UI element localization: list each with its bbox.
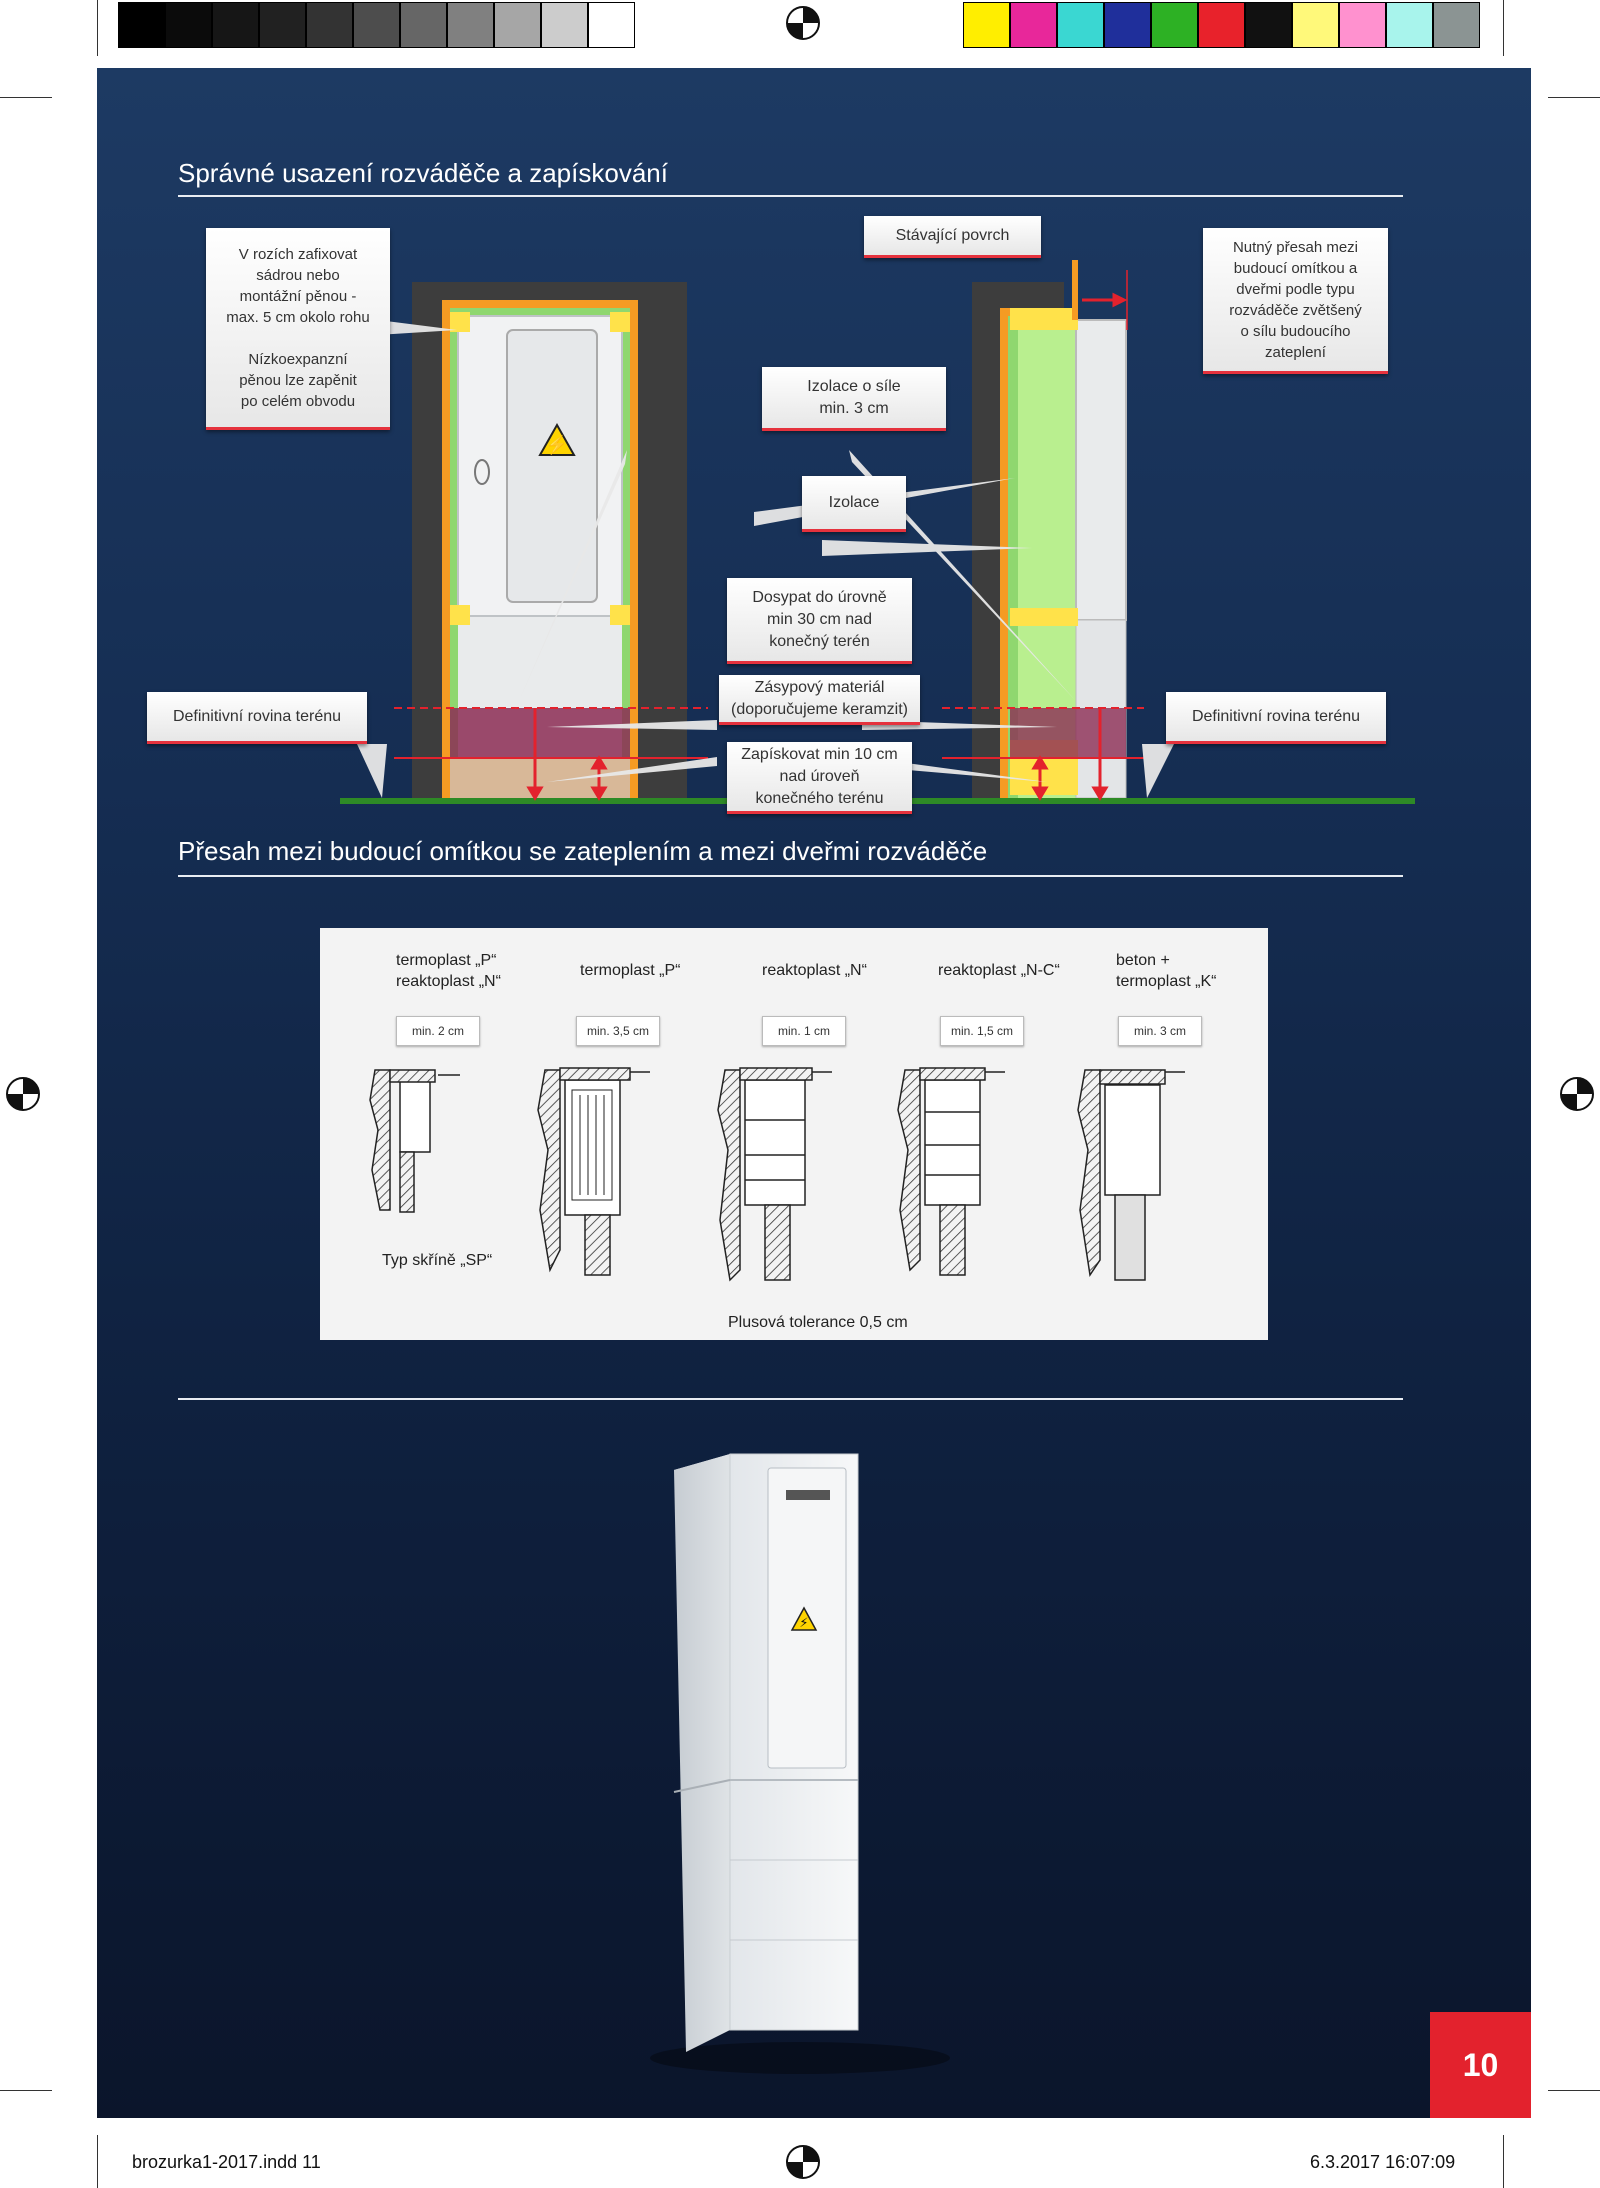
type-title-2: termoplast „P“ bbox=[580, 962, 681, 979]
process-color-bar bbox=[963, 2, 1481, 50]
crop-mark bbox=[1503, 0, 1504, 56]
color-swatch bbox=[1010, 2, 1057, 48]
installation-diagram: ⚡ bbox=[340, 260, 1415, 804]
crop-mark bbox=[1548, 97, 1600, 98]
crop-mark bbox=[97, 0, 98, 56]
type-title-1: termoplast „P“ reaktoplast „N“ bbox=[396, 952, 501, 990]
svg-text:⚡: ⚡ bbox=[546, 434, 568, 456]
callout-insulation: Izolace bbox=[802, 476, 906, 532]
callout-backfill-material: Zásypový materiál (doporučujeme keramzit… bbox=[719, 675, 920, 725]
crop-mark bbox=[1548, 2090, 1600, 2091]
color-swatch bbox=[212, 2, 259, 48]
callout-existing-surface: Stávající povrch bbox=[864, 216, 1041, 258]
type-title-4: reaktoplast „N-C“ bbox=[938, 962, 1060, 979]
color-swatch bbox=[1198, 2, 1245, 48]
type-note: Typ skříně „SP“ bbox=[382, 1252, 493, 1269]
color-swatch bbox=[118, 2, 165, 48]
color-swatch bbox=[588, 2, 635, 48]
callout-fix-corners: V rozích zafixovat sádrou nebo montážní … bbox=[206, 228, 390, 430]
type-title-5: beton + termoplast „K“ bbox=[1116, 952, 1217, 990]
color-swatch bbox=[259, 2, 306, 48]
section1-rule bbox=[178, 195, 1403, 197]
color-swatch bbox=[165, 2, 212, 48]
page-number: 10 bbox=[1430, 2012, 1531, 2118]
color-swatch bbox=[1433, 2, 1480, 48]
front-view-cabinet: ⚡ bbox=[412, 282, 687, 800]
min-tag-5: min. 3 cm bbox=[1118, 1016, 1202, 1046]
min-tag-2: min. 3,5 cm bbox=[576, 1016, 660, 1046]
tolerance-note: Plusová tolerance 0,5 cm bbox=[728, 1314, 908, 1331]
color-swatch bbox=[353, 2, 400, 48]
callout-backfill: Dosypat do úrovně min 30 cm nad konečný … bbox=[727, 578, 912, 664]
min-tag-4: min. 1,5 cm bbox=[940, 1016, 1024, 1046]
registration-mark-icon bbox=[1560, 1077, 1594, 1111]
side-view-cabinet bbox=[972, 260, 1127, 800]
registration-mark-icon bbox=[786, 2145, 820, 2179]
cabinet-product-photo: ⚡ bbox=[650, 1453, 950, 2074]
crop-mark bbox=[97, 2135, 98, 2188]
color-swatch bbox=[1245, 2, 1292, 48]
color-swatch bbox=[494, 2, 541, 48]
color-swatch bbox=[1151, 2, 1198, 48]
color-swatch bbox=[1292, 2, 1339, 48]
color-swatch bbox=[400, 2, 447, 48]
min-tag-1: min. 2 cm bbox=[396, 1016, 480, 1046]
section2-rule bbox=[178, 875, 1403, 877]
crop-mark bbox=[0, 97, 52, 98]
registration-mark-icon bbox=[786, 6, 820, 40]
min-tag-3: min. 1 cm bbox=[762, 1016, 846, 1046]
section3-rule bbox=[178, 1398, 1403, 1400]
callout-overlap: Nutný přesah mezi budoucí omítkou a dveř… bbox=[1203, 228, 1388, 374]
color-swatch bbox=[1386, 2, 1433, 48]
type-title-3: reaktoplast „N“ bbox=[762, 962, 867, 979]
footer-file: brozurka1-2017.indd 11 bbox=[132, 2152, 321, 2172]
section1-title: Správné usazení rozváděče a zapískování bbox=[178, 158, 668, 188]
section2-title: Přesah mezi budoucí omítkou se zateplení… bbox=[178, 836, 988, 866]
color-swatch bbox=[1339, 2, 1386, 48]
color-swatch bbox=[1057, 2, 1104, 48]
grayscale-color-bar bbox=[118, 2, 638, 50]
registration-mark-icon bbox=[6, 1077, 40, 1111]
overlap-sketches bbox=[369, 1067, 1185, 1282]
callout-ground-right: Definitivní rovina terénu bbox=[1166, 692, 1386, 744]
footer-date: 6.3.2017 16:07:09 bbox=[1310, 2152, 1456, 2172]
svg-text:⚡: ⚡ bbox=[799, 1616, 808, 1631]
crop-mark bbox=[0, 2090, 52, 2091]
color-swatch bbox=[541, 2, 588, 48]
crop-mark bbox=[1503, 2135, 1504, 2188]
color-swatch bbox=[447, 2, 494, 48]
color-swatch bbox=[1104, 2, 1151, 48]
color-swatch bbox=[963, 2, 1010, 48]
callout-ground-left: Definitivní rovina terénu bbox=[147, 692, 367, 744]
callout-sand: Zapískovat min 10 cm nad úroveň konečnéh… bbox=[727, 742, 912, 814]
callout-insulation-min: Izolace o síle min. 3 cm bbox=[762, 367, 946, 431]
color-swatch bbox=[306, 2, 353, 48]
